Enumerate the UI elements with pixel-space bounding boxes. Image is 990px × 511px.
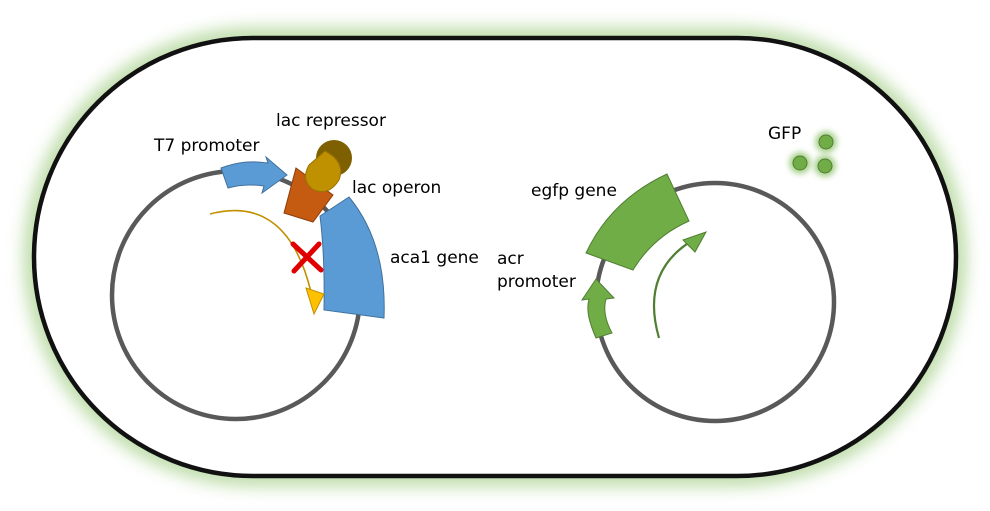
expression-arrow — [652, 239, 694, 339]
t7-promoter-arrow — [220, 155, 288, 195]
circle-dot-icon — [792, 155, 808, 171]
lac-repressor-gold-shape — [304, 150, 342, 193]
circle-dot-icon — [817, 158, 833, 174]
aca1-gene-block — [319, 196, 385, 319]
gfp-proteins — [789, 131, 837, 177]
label-t7-promoter: T7 promoter — [153, 136, 260, 156]
label-gfp: GFP — [768, 124, 801, 144]
red-x-icon — [290, 241, 324, 274]
acr-promoter-arrow — [580, 278, 616, 339]
egfp-gene-block — [585, 173, 690, 271]
transcription-arrow — [209, 209, 312, 293]
circle-dot-icon — [818, 134, 834, 150]
label-acr-promoter-line2: promoter — [497, 272, 576, 292]
label-aca1-gene: aca1 gene — [390, 248, 479, 268]
label-lac-operon: lac operon — [352, 178, 441, 198]
label-lac-repressor: lac repressor — [276, 111, 386, 131]
expression-arrowhead — [682, 231, 708, 253]
label-egfp-gene: egfp gene — [531, 181, 617, 201]
cell-membrane — [31, 35, 959, 479]
label-acr-promoter-line1: acr — [497, 249, 524, 269]
transcription-arrowhead — [305, 287, 325, 316]
